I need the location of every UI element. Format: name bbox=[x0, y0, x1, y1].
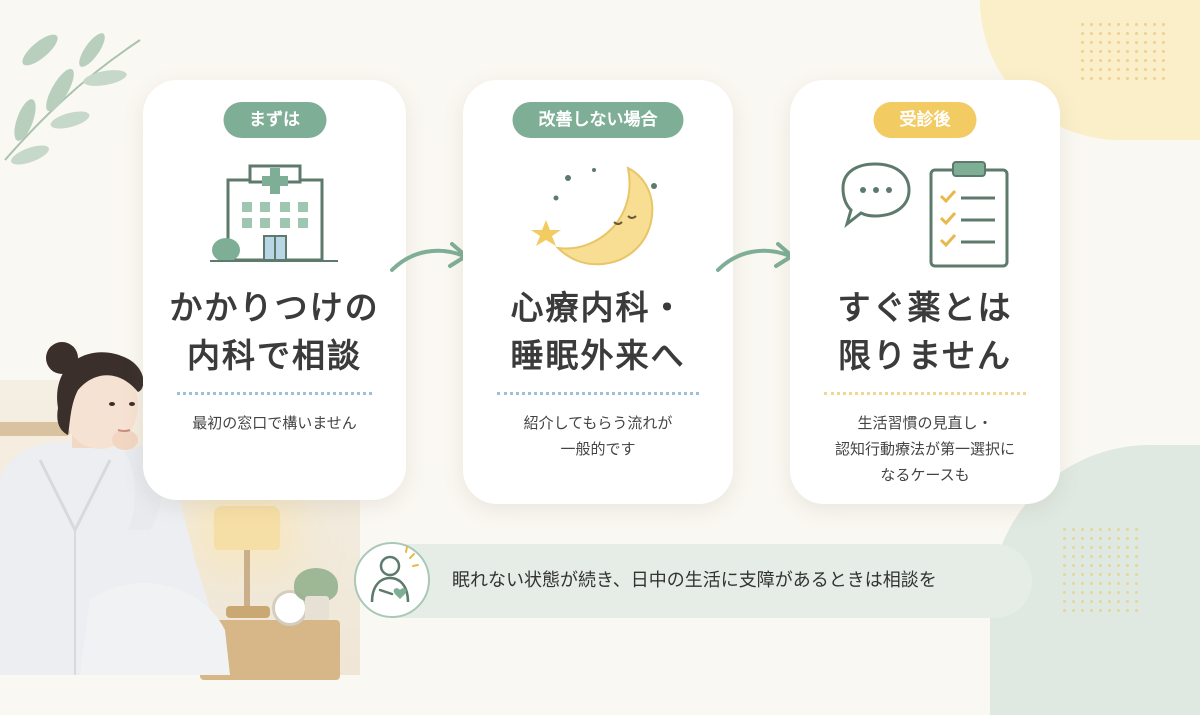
lamp-stem bbox=[244, 550, 250, 610]
hospital-icon bbox=[209, 164, 338, 262]
step-description-line: なるケースも bbox=[880, 466, 970, 484]
step-card-third: 受診後 すぐ薬とは 限りません 生活習慣の見直し・ 認知行動療法が第一選択に な… bbox=[790, 80, 1060, 504]
potted-plant-pot bbox=[305, 596, 329, 620]
step-description-line: 認知行動療法が第一選択に bbox=[834, 440, 1015, 458]
dotted-divider bbox=[824, 392, 1026, 395]
arrow-right-icon bbox=[390, 242, 468, 272]
arrow-right-icon bbox=[716, 242, 794, 272]
step-title-line: すぐ薬とは bbox=[837, 288, 1013, 327]
step-title-line: 内科で相談 bbox=[187, 336, 362, 375]
advice-banner-text: 眠れない状態が続き、日中の生活に支障があるときは相談を bbox=[452, 570, 937, 591]
step-description-line: 一般的です bbox=[560, 440, 636, 458]
step-title-line: かかりつけの bbox=[169, 288, 380, 327]
clipboard-icon bbox=[841, 161, 1009, 268]
step-description-line: 紹介してもらう流れが bbox=[523, 414, 673, 432]
person-heart-icon bbox=[354, 542, 430, 618]
step-title: かかりつけの 内科で相談 bbox=[143, 284, 406, 380]
step-title: すぐ薬とは 限りません bbox=[790, 284, 1060, 380]
decorative-dots-top bbox=[1078, 20, 1170, 80]
leaf-branch-icon bbox=[4, 33, 141, 165]
step-card-second: 改善しない場合 心療内科・ 睡眠外来へ 紹介してもらう流れが 一般的です bbox=[463, 80, 733, 504]
step-tag: まずは bbox=[223, 102, 326, 138]
step-description: 最初の窓口で構いません bbox=[143, 410, 406, 436]
lamp-base bbox=[226, 606, 270, 618]
step-description: 紹介してもらう流れが 一般的です bbox=[463, 410, 733, 462]
step-description-line: 生活習慣の見直し・ bbox=[857, 414, 993, 432]
step-card-first: まずは かかりつけの 内科で相談 最初の窓口で構いません bbox=[143, 80, 406, 500]
bed-headboard bbox=[0, 422, 70, 436]
moon-icon bbox=[531, 166, 657, 266]
step-tag: 受診後 bbox=[873, 102, 977, 138]
step-tag: 改善しない場合 bbox=[512, 102, 684, 138]
step-description: 生活習慣の見直し・ 認知行動療法が第一選択に なるケースも bbox=[790, 410, 1060, 488]
step-title-line: 限りません bbox=[837, 336, 1012, 375]
advice-banner bbox=[360, 544, 1032, 618]
dotted-divider bbox=[177, 392, 372, 395]
decorative-dots-bottom bbox=[1060, 525, 1140, 615]
step-title: 心療内科・ 睡眠外来へ bbox=[463, 284, 733, 380]
woman-in-pajamas-illustration bbox=[0, 342, 230, 675]
step-description-line: 最初の窓口で構いません bbox=[192, 414, 357, 432]
step-title-line: 睡眠外来へ bbox=[510, 336, 686, 375]
dotted-divider bbox=[497, 392, 699, 395]
lamp-shade bbox=[214, 506, 280, 550]
step-title-line: 心療内科・ bbox=[510, 288, 686, 327]
